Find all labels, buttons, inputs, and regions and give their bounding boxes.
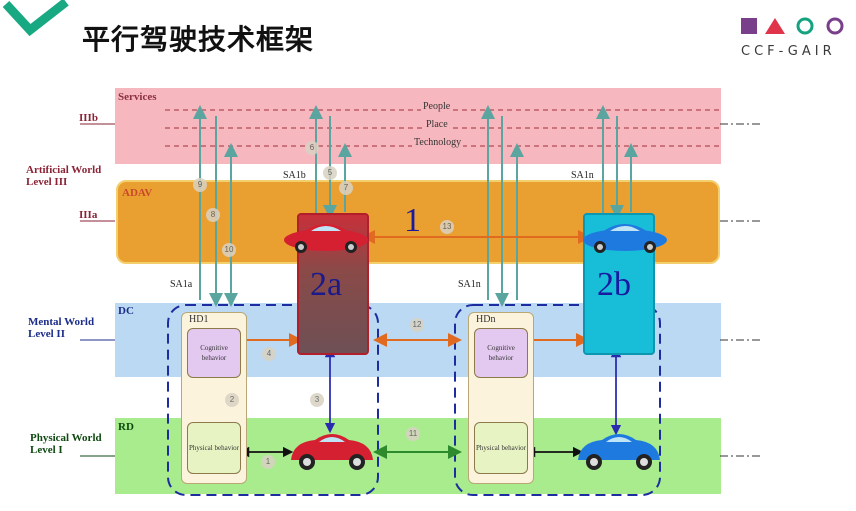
node-10: 10 <box>222 243 236 257</box>
logo-text: CCF-GAIR <box>741 44 836 59</box>
physical-behavior-n: Physical behavior <box>474 422 528 474</box>
node-13: 13 <box>440 220 454 234</box>
sa1b-label: SA1b <box>283 170 306 181</box>
red-car-physical-icon <box>291 434 373 470</box>
service-place: Place <box>424 119 450 130</box>
service-people: People <box>421 101 453 112</box>
page-title: 平行驾驶技术框架 <box>82 23 315 56</box>
cognitive-behavior-1-text: Cognitive behavior <box>200 344 228 362</box>
node-6: 6 <box>305 141 319 155</box>
hd1-label: HD1 <box>189 314 209 325</box>
node-8: 8 <box>206 208 220 222</box>
level-physical-2: Level I <box>30 444 63 456</box>
physical-behavior-1: Physical behavior <box>187 422 241 474</box>
sa1n-mid-label: SA1n <box>458 279 481 290</box>
ccf-gair-logo-icon <box>741 17 844 35</box>
node-7: 7 <box>339 181 353 195</box>
blue-car-icon <box>583 224 667 253</box>
rd-label: RD <box>118 421 134 433</box>
node-5: 5 <box>323 166 337 180</box>
big-label-1: 1 <box>404 202 421 239</box>
level-iiia: IIIa <box>79 209 98 221</box>
dc-label: DC <box>118 305 134 317</box>
physical-behavior-n-text: Physical behavior <box>476 444 526 452</box>
check-mark-icon <box>2 0 69 37</box>
big-label-2a: 2a <box>310 266 343 303</box>
level-mental-1: Mental World <box>28 316 95 328</box>
adav-label: ADAV <box>122 187 153 199</box>
hdn-label: HDn <box>476 314 496 325</box>
level-iiib: IIIb <box>79 112 98 124</box>
physical-behavior-1-text: Physical behavior <box>189 444 239 452</box>
node-4: 4 <box>262 347 276 361</box>
services-label: Services <box>118 91 157 103</box>
cognitive-behavior-n: Cognitive behavior <box>474 328 528 378</box>
blue-car-physical-icon <box>578 434 660 470</box>
level-mental-2: Level II <box>28 328 65 340</box>
node-12: 12 <box>410 318 424 332</box>
level-artificial-1: Artificial World <box>26 164 102 176</box>
cognitive-behavior-n-text: Cognitive behavior <box>487 344 515 362</box>
red-car-icon <box>284 224 368 253</box>
node-2: 2 <box>225 393 239 407</box>
service-technology: Technology <box>412 137 464 148</box>
node-11: 11 <box>406 427 420 441</box>
level-artificial-2: Level III <box>26 176 68 188</box>
node-9: 9 <box>193 178 207 192</box>
big-label-2b: 2b <box>597 266 631 303</box>
node-3: 3 <box>310 393 324 407</box>
node-1: 1 <box>261 455 275 469</box>
sa1a-label: SA1a <box>170 279 193 290</box>
level-physical-1: Physical World <box>30 432 102 444</box>
sa1n-top-label: SA1n <box>571 170 594 181</box>
cognitive-behavior-1: Cognitive behavior <box>187 328 241 378</box>
